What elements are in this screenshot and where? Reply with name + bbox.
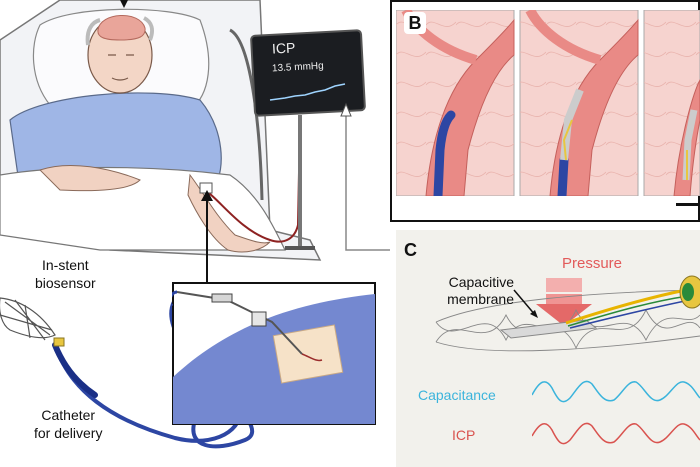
membrane-label-line2: membrane <box>424 291 514 308</box>
connector-line <box>346 108 390 250</box>
icp-monitor <box>251 30 365 116</box>
panel-b-frame-1 <box>396 10 514 196</box>
connector-icon <box>680 276 700 308</box>
insertion-site <box>200 183 212 193</box>
panel-b-images <box>396 10 700 196</box>
biosensor-label: In-stent biosensor <box>35 256 96 292</box>
insertion-inset <box>172 282 376 425</box>
biosensor-label-line1: In-stent <box>35 256 96 274</box>
biosensor-label-line2: biosensor <box>35 274 96 292</box>
panel-b-frame-2 <box>520 10 638 196</box>
capacitance-label: Capacitance <box>418 387 496 403</box>
membrane-label-line1: Capacitive <box>424 274 514 291</box>
scale-bar <box>676 203 700 206</box>
membrane-label: Capacitive membrane <box>424 274 514 308</box>
icp-waveform-signal <box>532 423 700 443</box>
panel-b-frame-3 <box>644 10 700 196</box>
catheter-label-line2: for delivery <box>34 424 102 442</box>
catheter-label: Catheter for delivery <box>34 406 102 442</box>
monitor-title: ICP <box>272 39 296 56</box>
capacitance-waveform <box>532 381 700 401</box>
icp-label: ICP <box>452 427 475 443</box>
panel-b-label: B <box>404 12 426 34</box>
stent-icon <box>0 298 55 340</box>
pressure-label: Pressure <box>562 255 622 272</box>
catheter-label-line1: Catheter <box>34 406 102 424</box>
signal-waveforms <box>532 370 700 467</box>
capacitive-membrane <box>501 320 596 338</box>
